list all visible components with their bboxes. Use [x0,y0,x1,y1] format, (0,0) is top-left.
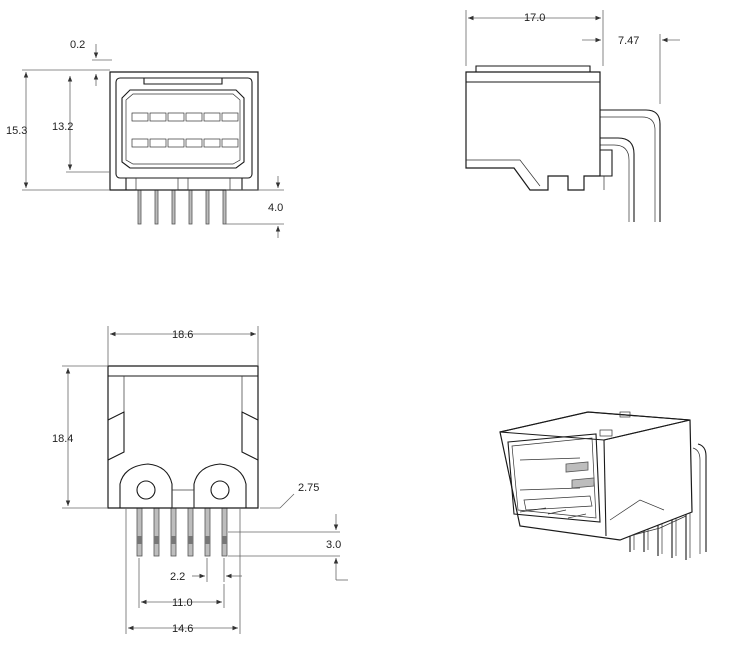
dim-bottom-width: 18.6 [172,329,193,341]
front-view-pins [137,185,227,225]
dim-side-depth: 17.0 [524,12,545,24]
dim-bottom-pin-setback: 2.75 [298,482,319,494]
front-view-contacts-bottom [131,138,239,148]
right-post-hole [210,480,230,500]
dim-bottom-pin-span-inner: 11.0 [172,597,193,609]
dim-bottom-height: 18.4 [52,433,73,445]
front-view: 15.3 13.2 0.2 4.0 [6,39,284,238]
dim-bottom-pin-pitch: 2.2 [170,571,185,583]
bottom-view: 18.6 18.4 2.75 3.0 2.2 11.0 14.6 [52,326,348,635]
dim-front-top-gap: 0.2 [70,39,85,51]
side-view: 17.0 7.47 [465,10,680,222]
bottom-view-housing [107,365,259,509]
left-post-hole [136,480,156,500]
dim-bottom-pin-span-outer: 14.6 [172,623,193,635]
isometric-view [499,411,707,560]
front-view-contacts-top [131,112,239,122]
side-view-housing [465,71,601,191]
isometric-housing [499,411,693,541]
dim-front-body-height: 13.2 [52,121,73,133]
dim-front-total-height: 15.3 [6,125,27,137]
dim-front-pin-length: 4.0 [268,202,283,214]
bottom-view-pins [136,507,228,557]
dim-bottom-pin-length: 3.0 [326,539,341,551]
dim-side-pin-offset: 7.47 [618,35,639,47]
